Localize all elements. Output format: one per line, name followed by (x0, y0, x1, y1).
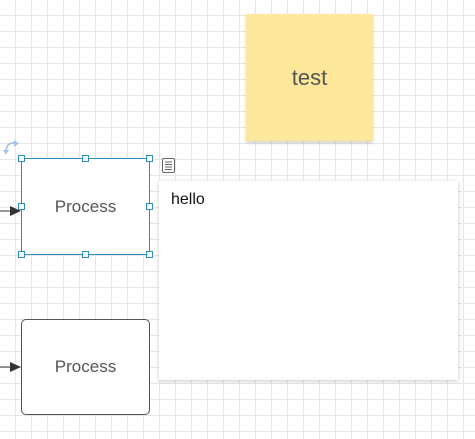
tooltip-popup: hello (159, 181, 458, 380)
resize-handle-bottom-left[interactable] (18, 251, 25, 258)
resize-handle-right[interactable] (146, 203, 153, 210)
process-shape-label: Process (54, 196, 117, 216)
resize-handle-top-left[interactable] (18, 155, 25, 162)
tooltip-text: hello (171, 191, 205, 208)
process-shape[interactable]: Process (21, 319, 150, 415)
connector-arrow[interactable] (0, 360, 21, 374)
resize-handle-top[interactable] (82, 155, 89, 162)
resize-handle-left[interactable] (18, 203, 25, 210)
resize-handle-top-right[interactable] (146, 155, 153, 162)
sticky-note[interactable]: test (246, 14, 373, 141)
process-shape-selected[interactable]: Process (21, 158, 150, 255)
connector-arrow[interactable] (0, 204, 21, 218)
resize-handle-bottom[interactable] (82, 251, 89, 258)
process-shape-label: Process (54, 357, 117, 376)
rotate-handle-icon[interactable] (2, 139, 20, 155)
notes-icon[interactable] (161, 157, 176, 174)
sticky-note-text: test (291, 64, 328, 90)
resize-handle-bottom-right[interactable] (146, 251, 153, 258)
